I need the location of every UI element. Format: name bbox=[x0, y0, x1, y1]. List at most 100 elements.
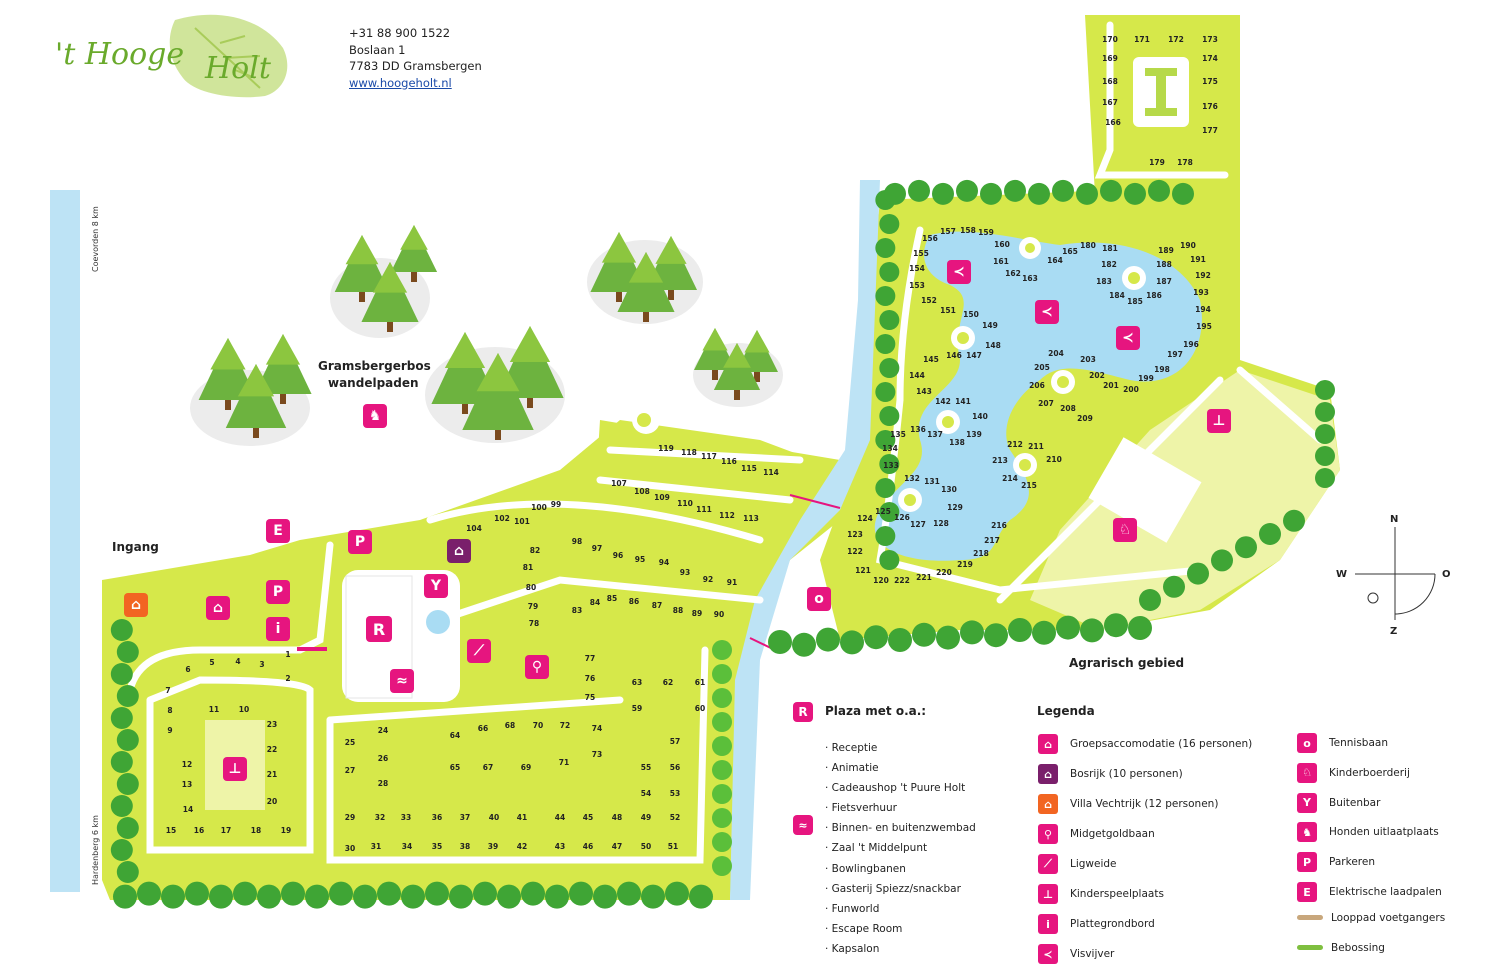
pitch-number[interactable]: 119 bbox=[658, 444, 674, 453]
pitch-number[interactable]: 201 bbox=[1103, 381, 1119, 390]
pitch-number[interactable]: 37 bbox=[460, 813, 470, 822]
pitch-number[interactable]: 213 bbox=[992, 456, 1008, 465]
pitch-number[interactable]: 55 bbox=[641, 763, 651, 772]
pitch-number[interactable]: 94 bbox=[659, 558, 669, 567]
pitch-number[interactable]: 65 bbox=[450, 763, 460, 772]
pitch-number[interactable]: 135 bbox=[890, 430, 906, 439]
pitch-number[interactable]: 175 bbox=[1202, 77, 1218, 86]
pitch-number[interactable]: 164 bbox=[1047, 256, 1063, 265]
pitch-number[interactable]: 89 bbox=[692, 609, 702, 618]
pitch-number[interactable]: 150 bbox=[963, 310, 979, 319]
pitch-number[interactable]: 180 bbox=[1080, 241, 1096, 250]
pitch-number[interactable]: 160 bbox=[994, 240, 1010, 249]
pitch-number[interactable]: 165 bbox=[1062, 247, 1078, 256]
pitch-number[interactable]: 32 bbox=[375, 813, 385, 822]
pitch-number[interactable]: 78 bbox=[529, 619, 539, 628]
group-house-icon[interactable]: ⌂ bbox=[206, 596, 230, 620]
pitch-number[interactable]: 159 bbox=[978, 228, 994, 237]
pitch-number[interactable]: 51 bbox=[668, 842, 678, 851]
bosrijk-house-icon[interactable]: ⌂ bbox=[447, 539, 471, 563]
pitch-number[interactable]: 10 bbox=[239, 705, 249, 714]
pitch-number[interactable]: 27 bbox=[345, 766, 355, 775]
pitch-number[interactable]: 40 bbox=[489, 813, 499, 822]
pitch-number[interactable]: 82 bbox=[530, 546, 540, 555]
pitch-number[interactable]: 68 bbox=[505, 721, 515, 730]
pitch-number[interactable]: 101 bbox=[514, 517, 530, 526]
website-link[interactable]: www.hoogeholt.nl bbox=[349, 75, 452, 90]
pitch-number[interactable]: 183 bbox=[1096, 277, 1112, 286]
pitch-number[interactable]: 179 bbox=[1149, 158, 1165, 167]
pitch-number[interactable]: 42 bbox=[517, 842, 527, 851]
parking-icon[interactable]: P bbox=[348, 530, 372, 554]
pitch-number[interactable]: 117 bbox=[701, 452, 717, 461]
pitch-number[interactable]: 66 bbox=[478, 724, 488, 733]
pitch-number[interactable]: 189 bbox=[1158, 246, 1174, 255]
pitch-number[interactable]: 212 bbox=[1007, 440, 1023, 449]
pitch-number[interactable]: 133 bbox=[883, 461, 899, 470]
pitch-number[interactable]: 177 bbox=[1202, 126, 1218, 135]
pitch-number[interactable]: 36 bbox=[432, 813, 442, 822]
pitch-number[interactable]: 47 bbox=[612, 842, 622, 851]
pitch-number[interactable]: 167 bbox=[1102, 98, 1118, 107]
pitch-number[interactable]: 81 bbox=[523, 563, 533, 572]
pitch-number[interactable]: 138 bbox=[949, 438, 965, 447]
pitch-number[interactable]: 146 bbox=[946, 351, 962, 360]
golf-icon[interactable]: ⚲ bbox=[525, 655, 549, 679]
pitch-number[interactable]: 132 bbox=[904, 474, 920, 483]
pitch-number[interactable]: 102 bbox=[494, 514, 510, 523]
pitch-number[interactable]: 9 bbox=[167, 726, 172, 735]
pitch-number[interactable]: 30 bbox=[345, 844, 355, 853]
villa-house-icon[interactable]: ⌂ bbox=[124, 593, 148, 617]
pitch-number[interactable]: 171 bbox=[1134, 35, 1150, 44]
pitch-number[interactable]: 181 bbox=[1102, 244, 1118, 253]
pitch-number[interactable]: 112 bbox=[719, 511, 735, 520]
pitch-number[interactable]: 147 bbox=[966, 351, 982, 360]
pitch-number[interactable]: 202 bbox=[1089, 371, 1105, 380]
pitch-number[interactable]: 98 bbox=[572, 537, 582, 546]
pitch-number[interactable]: 209 bbox=[1077, 414, 1093, 423]
pitch-number[interactable]: 28 bbox=[378, 779, 388, 788]
pitch-number[interactable]: 23 bbox=[267, 720, 277, 729]
pitch-number[interactable]: 191 bbox=[1190, 255, 1206, 264]
pitch-number[interactable]: 194 bbox=[1195, 305, 1211, 314]
pitch-number[interactable]: 110 bbox=[677, 499, 693, 508]
pitch-number[interactable]: 63 bbox=[632, 678, 642, 687]
pitch-number[interactable]: 69 bbox=[521, 763, 531, 772]
pitch-number[interactable]: 73 bbox=[592, 750, 602, 759]
pitch-number[interactable]: 113 bbox=[743, 514, 759, 523]
pitch-number[interactable]: 77 bbox=[585, 654, 595, 663]
pitch-number[interactable]: 219 bbox=[957, 560, 973, 569]
pitch-number[interactable]: 91 bbox=[727, 578, 737, 587]
pitch-number[interactable]: 45 bbox=[583, 813, 593, 822]
pitch-number[interactable]: 127 bbox=[910, 520, 926, 529]
pitch-number[interactable]: 74 bbox=[592, 724, 602, 733]
pitch-number[interactable]: 75 bbox=[585, 693, 595, 702]
pitch-number[interactable]: 166 bbox=[1105, 118, 1121, 127]
pitch-number[interactable]: 172 bbox=[1168, 35, 1184, 44]
pitch-number[interactable]: 163 bbox=[1022, 274, 1038, 283]
pitch-number[interactable]: 96 bbox=[613, 551, 623, 560]
pitch-number[interactable]: 128 bbox=[933, 519, 949, 528]
pitch-number[interactable]: 3 bbox=[259, 660, 264, 669]
pitch-number[interactable]: 197 bbox=[1167, 350, 1183, 359]
pitch-number[interactable]: 187 bbox=[1156, 277, 1172, 286]
pitch-number[interactable]: 216 bbox=[991, 521, 1007, 530]
pitch-number[interactable]: 125 bbox=[875, 507, 891, 516]
pitch-number[interactable]: 182 bbox=[1101, 260, 1117, 269]
pitch-number[interactable]: 31 bbox=[371, 842, 381, 851]
pitch-number[interactable]: 185 bbox=[1127, 297, 1143, 306]
pitch-number[interactable]: 137 bbox=[927, 430, 943, 439]
pitch-number[interactable]: 6 bbox=[185, 665, 190, 674]
pitch-number[interactable]: 193 bbox=[1193, 288, 1209, 297]
pitch-number[interactable]: 22 bbox=[267, 745, 277, 754]
pitch-number[interactable]: 149 bbox=[982, 321, 998, 330]
pitch-number[interactable]: 143 bbox=[916, 387, 932, 396]
pitch-number[interactable]: 8 bbox=[167, 706, 172, 715]
pitch-number[interactable]: 46 bbox=[583, 842, 593, 851]
pitch-number[interactable]: 107 bbox=[611, 479, 627, 488]
pitch-number[interactable]: 21 bbox=[267, 770, 277, 779]
pitch-number[interactable]: 24 bbox=[378, 726, 388, 735]
pitch-number[interactable]: 11 bbox=[209, 705, 219, 714]
pitch-number[interactable]: 17 bbox=[221, 826, 231, 835]
pitch-number[interactable]: 198 bbox=[1154, 365, 1170, 374]
